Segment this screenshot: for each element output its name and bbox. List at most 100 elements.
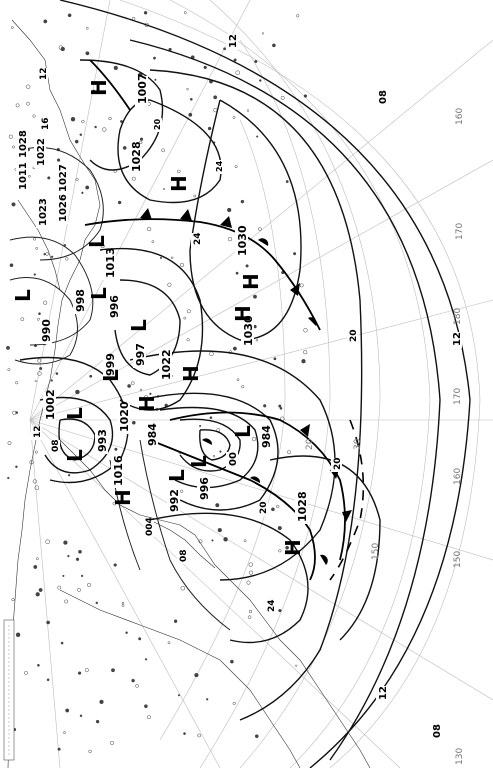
station-marker: [258, 227, 262, 232]
station-marker: [36, 557, 39, 561]
cold-front-barb: [342, 510, 352, 522]
coastline-japan: [17, 199, 61, 291]
isobar: [19, 147, 104, 261]
station-marker: [60, 641, 64, 645]
station-marker: [11, 598, 15, 602]
meridian: [29, 419, 401, 768]
meridian: [29, 419, 221, 768]
station-marker: [9, 263, 14, 268]
station-marker: [301, 359, 306, 364]
station-marker: [7, 368, 11, 372]
station-marker: [43, 300, 48, 305]
low-pressure-center: L: [127, 319, 151, 332]
isobar-value-label: 1023: [38, 198, 49, 226]
isobar-value-label: 08: [378, 90, 389, 104]
meridian: [29, 419, 493, 701]
isobar-value-label: 999: [104, 353, 117, 376]
station-marker: [248, 570, 254, 575]
isobar-value-label: 1022: [36, 138, 47, 166]
isobar: [9, 277, 78, 365]
station-marker: [57, 585, 62, 590]
station-marker: [94, 125, 97, 129]
isobar-value-label: 990: [40, 319, 53, 342]
station-marker: [256, 135, 259, 138]
station-marker: [85, 185, 90, 190]
coastline-aleutians: [149, 519, 216, 569]
meridian: [29, 0, 111, 421]
station-marker: [199, 424, 202, 427]
station-marker: [215, 503, 220, 508]
station-marker: [232, 116, 236, 119]
isobar: [114, 279, 181, 376]
station-marker: [177, 169, 181, 174]
isobar-value-label: 1027: [58, 164, 69, 192]
longitude-label: 180: [453, 308, 463, 325]
station-marker: [139, 137, 144, 141]
longitude-label: 160: [455, 108, 465, 125]
station-marker: [114, 447, 118, 451]
isobar: [149, 512, 309, 644]
high-pressure-center: H: [87, 79, 111, 96]
isobar-value-label: 984: [146, 423, 159, 446]
station-marker: [78, 549, 82, 554]
station-marker: [7, 441, 12, 446]
station-marker: [245, 264, 249, 268]
station-marker: [43, 253, 46, 256]
station-marker: [38, 588, 43, 592]
station-marker: [227, 236, 233, 242]
station-marker: [37, 371, 42, 376]
station-marker: [108, 116, 112, 121]
station-marker: [247, 615, 252, 619]
station-marker: [65, 708, 70, 713]
station-marker: [232, 701, 236, 705]
station-marker: [235, 271, 239, 275]
high-pressure-center: H: [111, 489, 135, 506]
longitude-label: 160: [453, 468, 463, 485]
station-marker: [167, 641, 171, 645]
latitude-circle: [169, 0, 431, 768]
station-marker: [173, 619, 178, 623]
longitude-label: 150: [453, 551, 463, 568]
isobars: [9, 0, 471, 768]
station-marker: [254, 734, 259, 739]
station-marker: [60, 46, 65, 52]
station-marker: [43, 19, 48, 24]
station-marker: [47, 176, 51, 180]
station-marker: [112, 501, 117, 506]
chart-legend-box: [3, 619, 15, 761]
station-marker: [84, 668, 89, 673]
grid-labels: 160 170 180 170 160 150 150 30 20 130: [305, 108, 465, 765]
low-pressure-center: L: [99, 369, 123, 382]
isobar-value-label: 997: [134, 343, 147, 366]
station-plots: [6, 11, 308, 754]
station-marker: [189, 97, 193, 101]
station-marker: [75, 177, 79, 182]
isobar-value-label: 1030: [242, 315, 255, 346]
station-marker: [144, 658, 148, 661]
station-marker: [111, 668, 115, 673]
latitude-label: 20: [305, 438, 315, 450]
station-marker: [236, 378, 240, 382]
station-marker: [180, 585, 186, 591]
cold-front-barb: [180, 209, 192, 221]
isobar-value-label: 24: [193, 232, 203, 245]
station-marker: [56, 158, 61, 162]
station-marker: [303, 94, 308, 98]
pressure-labels: 12 08 1007 20 1028 24 1028 1022 1011 102…: [16, 34, 463, 740]
station-marker: [263, 404, 267, 408]
warm-front-bump: [202, 438, 213, 445]
station-marker: [279, 407, 283, 410]
isobar-value-label: 1022: [160, 349, 173, 380]
isobar-value-label: 12: [228, 34, 239, 48]
isobar: [58, 418, 96, 461]
station-marker: [194, 672, 199, 678]
isobar-value-label: 1002: [44, 389, 57, 420]
station-marker: [296, 14, 300, 18]
station-marker: [33, 273, 36, 276]
station-marker: [26, 84, 31, 89]
station-marker: [303, 350, 308, 355]
station-marker: [20, 317, 25, 322]
station-marker: [253, 294, 257, 299]
station-marker: [223, 537, 228, 542]
